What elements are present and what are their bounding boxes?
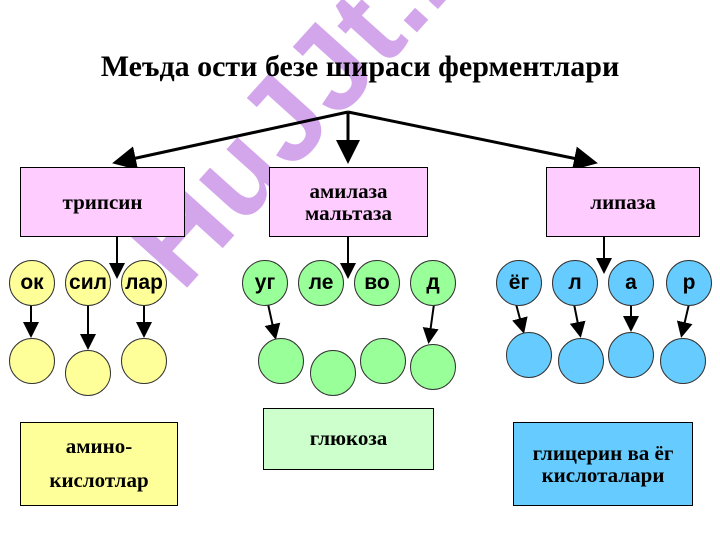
- product-circle-mid-3: [360, 338, 406, 384]
- product-glycerol-label: глицерин ва ёг кислоталари: [532, 440, 674, 487]
- product-circle-left-2: [65, 350, 111, 396]
- substrate-left-2: сил: [65, 260, 111, 306]
- product-circle-right-1: [506, 332, 552, 378]
- product-circle-right-3: [608, 332, 654, 378]
- arrow-mid-1: [264, 303, 281, 340]
- enzyme-lipase: липаза: [546, 167, 700, 237]
- arrow-right-1: [512, 303, 528, 334]
- arrow-mid-4: [422, 303, 439, 344]
- enzyme-trypsin: трипсин: [20, 167, 185, 237]
- product-circle-right-4: [660, 338, 706, 384]
- enzyme-lipase-label: липаза: [590, 189, 656, 214]
- arrow-right-4: [676, 303, 693, 338]
- substrate-mid-3: во: [354, 260, 400, 306]
- substrate-right-2: л: [552, 260, 598, 306]
- enzyme-trypsin-label: трипсин: [62, 189, 143, 214]
- product-glucose-label: глюкоза: [309, 426, 388, 450]
- substrate-right-3: а: [608, 260, 654, 306]
- substrate-right-1: ёг: [496, 260, 542, 306]
- product-glucose: глюкоза: [263, 408, 434, 470]
- page-title: Меъда ости безе шираси ферментлари: [100, 50, 620, 83]
- substrate-mid-1: уг: [242, 260, 288, 306]
- arrow-right-2: [569, 303, 586, 338]
- enzyme-amylase: амилаза мальтаза: [269, 167, 428, 237]
- product-amino-acids-label: амино- кислотлар: [49, 434, 149, 492]
- product-glycerol: глицерин ва ёг кислоталари: [513, 422, 693, 506]
- enzyme-amylase-label: амилаза мальтаза: [305, 178, 392, 225]
- substrate-mid-2: ле: [298, 260, 344, 306]
- product-amino-acids: амино- кислотлар: [20, 422, 178, 506]
- substrate-left-3: лар: [121, 260, 167, 306]
- arrow-to-lipase: [347, 110, 598, 171]
- product-circle-left-1: [9, 338, 55, 384]
- product-circle-right-2: [558, 338, 604, 384]
- arrow-to-trypsin: [112, 110, 349, 170]
- product-circle-mid-2: [310, 350, 356, 396]
- substrate-left-1: ок: [9, 260, 55, 306]
- product-circle-left-3: [121, 338, 167, 384]
- substrate-right-4: р: [666, 260, 712, 306]
- product-circle-mid-1: [258, 338, 304, 384]
- substrate-mid-4: д: [410, 260, 456, 306]
- product-circle-mid-4: [410, 344, 456, 390]
